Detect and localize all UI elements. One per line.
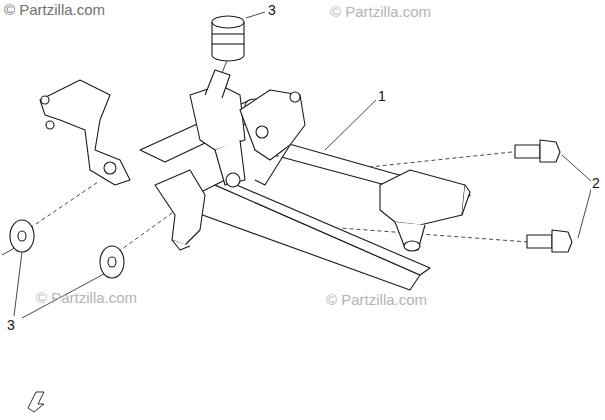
callout-number: 1 <box>377 89 387 104</box>
watermark: © Partzilla.com <box>36 290 137 307</box>
watermark: © Partzilla.com <box>330 4 431 21</box>
watermark: © Partzilla.com <box>4 2 105 19</box>
callout-number: 2 <box>591 176 601 191</box>
watermark: © Partzilla.com <box>326 292 427 309</box>
callout-number: 3 <box>267 3 277 18</box>
callout-number: 3 <box>6 318 16 333</box>
